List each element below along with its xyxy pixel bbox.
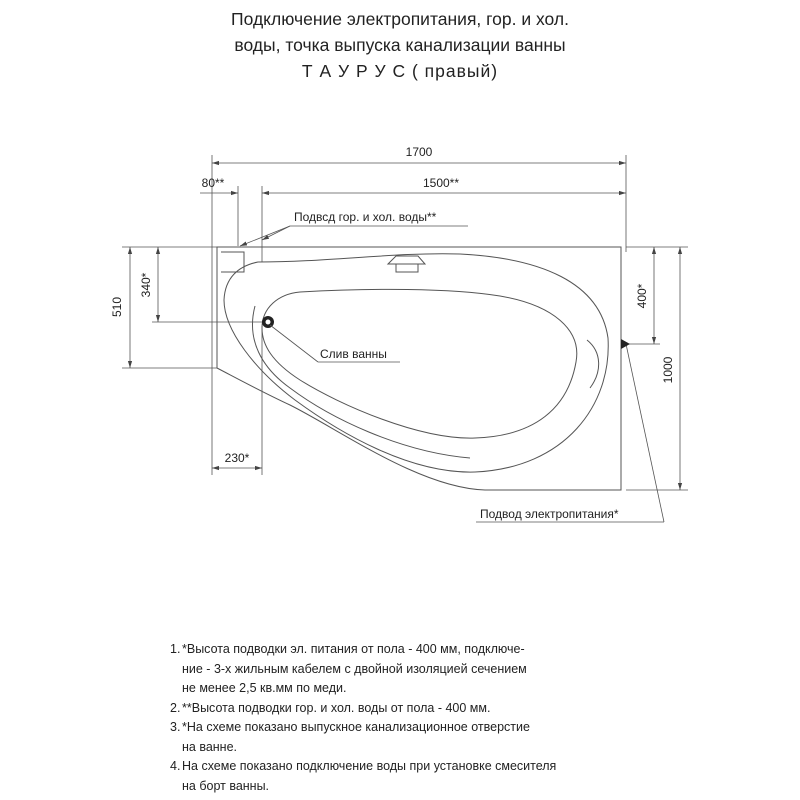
note-first-line: 1.*Высота подводки эл. питания от пола -… (170, 640, 670, 660)
note-first-line: 3.*На схеме показано выпускное канализац… (170, 718, 670, 738)
note-number: 3. (170, 720, 181, 734)
note-first-line: 4.На схеме показано подключение воды при… (170, 757, 670, 777)
note-continuation: на ванне. (182, 739, 238, 754)
tub-inner-rim (223, 253, 609, 473)
note-continuation: ние - 3-х жильным кабелем с двойной изол… (182, 661, 527, 676)
title-line-2: воды, точка выпуска канализации ванны (234, 35, 566, 55)
title-line-3: Т А У Р У С ( правый) (301, 61, 499, 81)
note-number: 4. (170, 759, 181, 773)
faucet-right (386, 255, 427, 273)
title-line-1: Подключение электропитания, гор. и хол. (231, 9, 569, 29)
faucet-left (221, 251, 245, 273)
note-item: 4.На схеме показано подключение воды при… (170, 757, 670, 796)
note-text: *Высота подводки эл. питания от пола - 4… (182, 642, 525, 656)
dim-depth-340: 340* (139, 272, 153, 297)
dim-total-length: 1700 (406, 145, 433, 159)
note-number: 2. (170, 700, 181, 715)
dimension-lines (122, 155, 688, 491)
leader-lines (239, 225, 665, 523)
note-continuation: не менее 2,5 кв.мм по меди. (182, 681, 347, 695)
page-title: Подключение электропитания, гор. и хол. … (0, 6, 800, 84)
tub-inner-line (251, 305, 471, 459)
tub-outer-contour (216, 246, 622, 491)
note-text: *На схеме показано выпускное канализацио… (182, 720, 530, 734)
note-number: 1. (170, 642, 181, 656)
label-drain: Слив ванны (320, 347, 387, 361)
dim-drain-230: 230* (225, 451, 250, 465)
dim-width-510: 510 (110, 297, 124, 317)
tub-basin (261, 288, 578, 439)
power-entry-marker (621, 339, 630, 349)
drain-hole (262, 316, 274, 328)
notes-list: 1.*Высота подводки эл. питания от пола -… (170, 640, 670, 796)
note-first-line: 2.**Высота подводки гор. и хол. воды от … (170, 699, 670, 719)
note-continuation: на борт ванны. (182, 778, 270, 793)
note-item: 1.*Высота подводки эл. питания от пола -… (170, 640, 670, 699)
callout-labels: Подвсд гор. и хол. воды** Слив ванны Под… (294, 210, 619, 521)
dim-offset-80: 80** (202, 176, 225, 190)
dim-length-1500: 1500** (423, 176, 459, 190)
label-power-supply: Подвод электропитания* (480, 507, 619, 521)
dim-width-1000: 1000 (661, 356, 675, 383)
note-text: **Высота подводки гор. и хол. воды от по… (182, 700, 491, 715)
dim-height-400: 400* (635, 283, 649, 308)
label-water-supply: Подвсд гор. и хол. воды** (294, 210, 437, 224)
headrest (586, 339, 600, 389)
bathtub-outline (216, 246, 622, 491)
dimension-labels: 1700 80** 1500** 510 340* 400* 1000 230* (110, 145, 675, 465)
note-item: 3.*На схеме показано выпускное канализац… (170, 718, 670, 757)
note-text: На схеме показано подключение воды при у… (182, 759, 557, 773)
note-item: 2.**Высота подводки гор. и хол. воды от … (170, 699, 670, 719)
